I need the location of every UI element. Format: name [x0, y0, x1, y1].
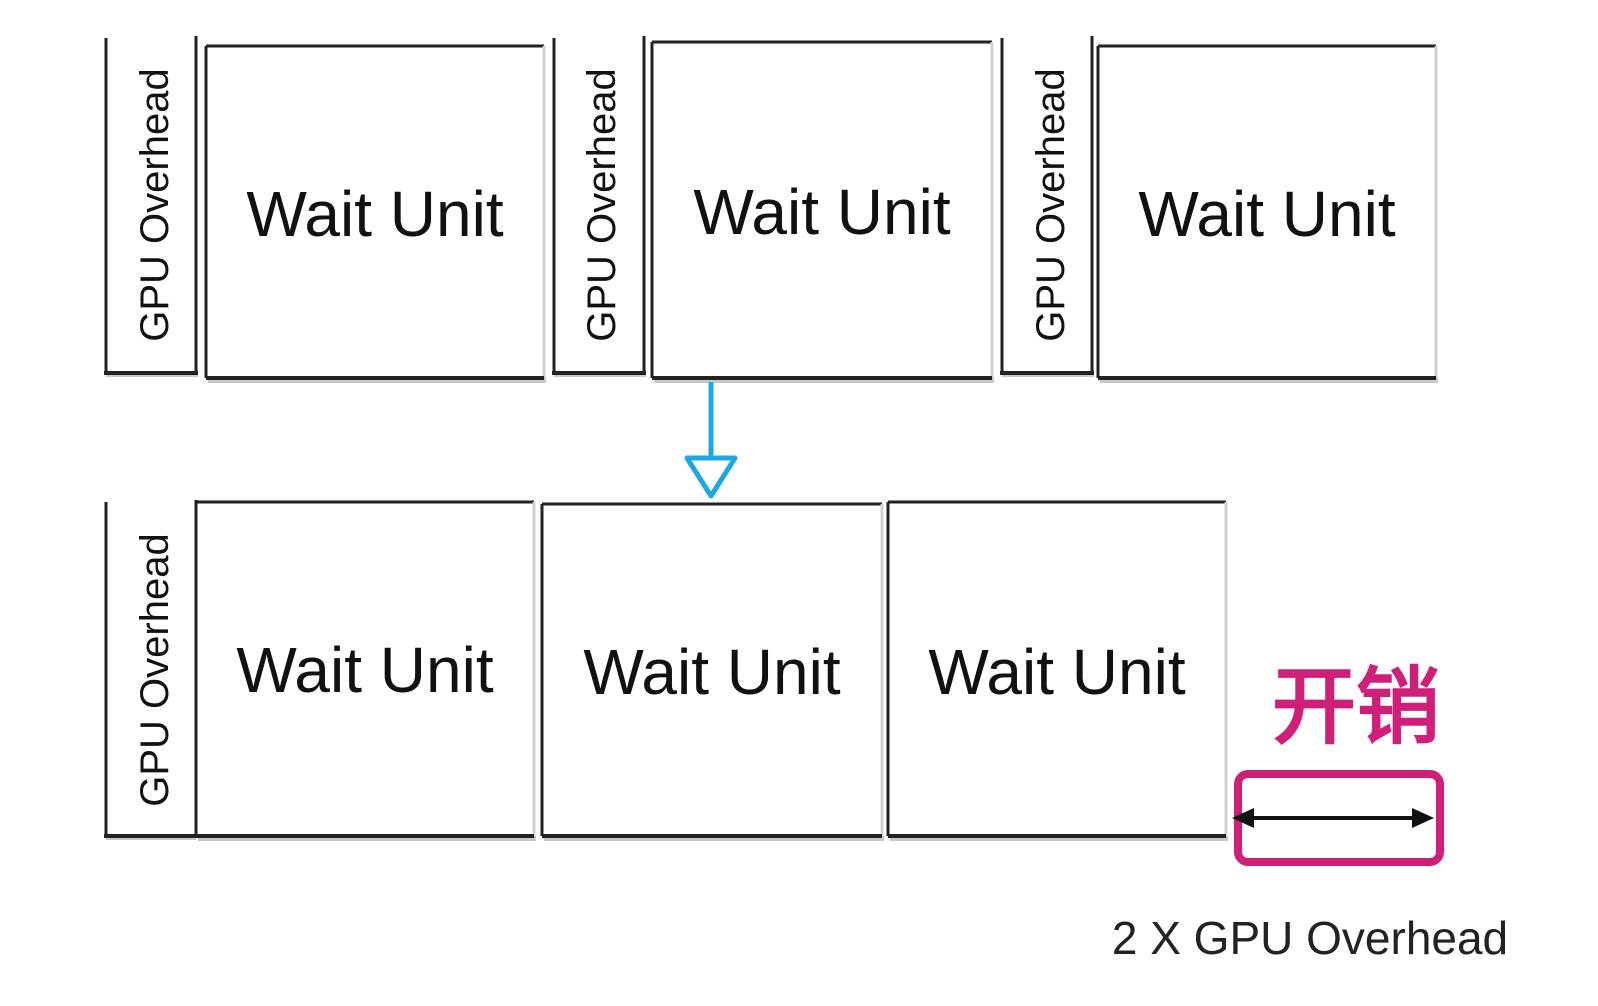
top-wait-unit-box-3: Wait Unit — [1096, 44, 1438, 383]
top-overhead-box-1: GPU Overhead — [104, 36, 198, 377]
top-wait-unit-box-1: Wait Unit — [204, 44, 546, 383]
bottom-overhead-label: GPU Overhead — [133, 533, 177, 806]
bottom-wait-unit-box-2: Wait Unit — [540, 502, 884, 841]
top-overhead-box-3: GPU Overhead — [1000, 36, 1094, 377]
bottom-wait-unit-label-1: Wait Unit — [236, 634, 493, 706]
top-overhead-label-3: GPU Overhead — [1029, 68, 1073, 341]
cost-label: 开销 — [1272, 658, 1440, 756]
overhead-span-arrow — [1232, 808, 1434, 828]
bottom-wait-unit-box-3: Wait Unit — [886, 500, 1228, 841]
bottom-overhead-box: GPU Overhead — [104, 502, 196, 840]
top-overhead-box-2: GPU Overhead — [552, 36, 646, 377]
top-wait-unit-label-3: Wait Unit — [1138, 178, 1395, 250]
top-wait-unit-box-2: Wait Unit — [650, 40, 994, 383]
bottom-wait-unit-label-3: Wait Unit — [928, 636, 1185, 708]
bottom-wait-unit-label-2: Wait Unit — [583, 636, 840, 708]
top-overhead-label-2: GPU Overhead — [580, 68, 624, 341]
top-overhead-label-1: GPU Overhead — [133, 68, 177, 341]
bottom-wait-unit-box-1: Wait Unit — [194, 500, 536, 841]
top-wait-unit-label-1: Wait Unit — [246, 178, 503, 250]
overhead-caption: 2 X GPU Overhead — [1112, 912, 1508, 964]
transform-arrow — [684, 382, 738, 499]
top-wait-unit-label-2: Wait Unit — [693, 176, 950, 248]
